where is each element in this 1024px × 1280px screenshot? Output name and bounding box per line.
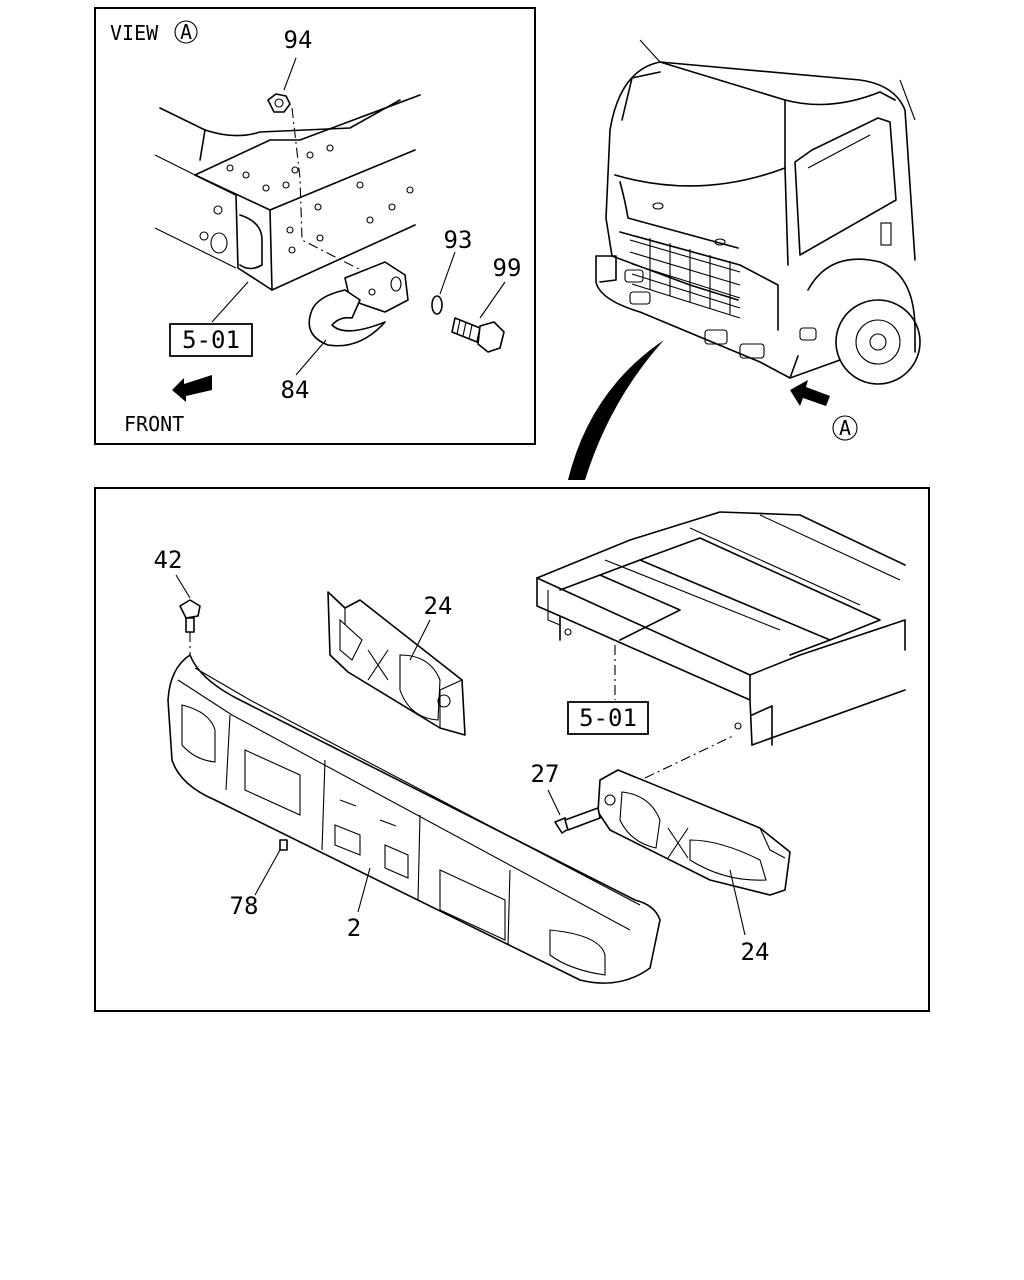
right-bracket-part — [597, 769, 791, 896]
view-marker-circle — [174, 20, 198, 44]
washer-part — [431, 295, 443, 315]
callout-bracket-bolt: 27 — [531, 760, 560, 788]
ref-box-bumper-label: 5-01 — [579, 704, 637, 732]
front-arrow-icon — [172, 375, 212, 402]
bracket-bolt-part — [554, 807, 601, 834]
tow-hook-part — [308, 261, 409, 347]
left-bracket-part — [327, 591, 466, 736]
truck-cab-drawing: A — [568, 39, 921, 480]
callout-bolt: 99 — [493, 254, 522, 282]
bumper-part — [167, 654, 661, 984]
view-a-frame — [94, 7, 536, 445]
callout-tow-hook: 84 — [281, 376, 310, 404]
front-label: FRONT — [124, 412, 184, 436]
frame-rail-drawing — [154, 94, 421, 291]
callout-right-bracket: 24 — [741, 938, 770, 966]
callout-washer: 93 — [444, 226, 473, 254]
nut-part — [267, 93, 291, 113]
callout-nut: 94 — [284, 26, 313, 54]
bumper-frame — [94, 487, 930, 1012]
bumper-panel: 42 24 27 24 2 78 5-01 — [94, 487, 930, 1012]
truck-view-marker-circle — [832, 415, 858, 441]
callout-bumper-bolt: 42 — [154, 546, 183, 574]
view-a-arrow-icon — [790, 380, 830, 406]
clip-part — [279, 839, 288, 851]
view-a-panel: VIEW A — [94, 7, 536, 445]
truck-view-marker-letter: A — [839, 416, 851, 440]
callout-clip: 78 — [230, 892, 259, 920]
bolt-part — [451, 317, 505, 353]
callout-left-bracket: 24 — [424, 592, 453, 620]
ref-box-bumper — [567, 701, 649, 735]
view-marker-letter: A — [180, 20, 192, 44]
chassis-frame-drawing — [536, 511, 906, 746]
callout-bumper: 2 — [347, 914, 361, 942]
view-title: VIEW — [110, 21, 159, 45]
ref-box-view-label: 5-01 — [182, 326, 240, 354]
ref-box-view — [169, 323, 253, 357]
